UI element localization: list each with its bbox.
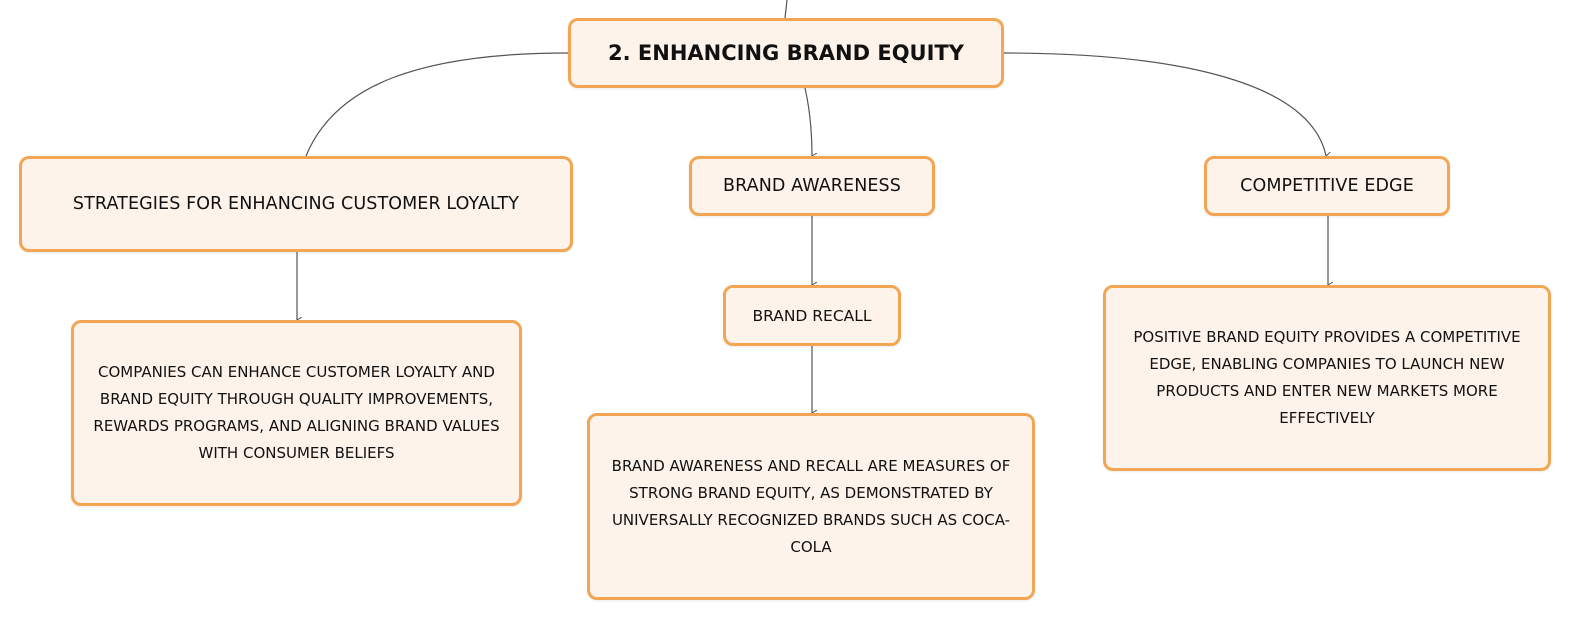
branch-node-label: STRATEGIES FOR ENHANCING CUSTOMER LOYALT…: [72, 194, 520, 214]
detail-node-brand-recall[interactable]: BRAND AWARENESS AND RECALL ARE MEASURES …: [587, 413, 1035, 600]
connector-incoming: [784, 0, 788, 19]
branch-node-brand-awareness[interactable]: BRAND AWARENESS: [689, 156, 935, 216]
detail-node-text: POSITIVE BRAND EQUITY PROVIDES A COMPETI…: [1133, 328, 1521, 427]
detail-node-text: BRAND AWARENESS AND RECALL ARE MEASURES …: [611, 456, 1011, 556]
connector-root-to-competitive: [1002, 52, 1326, 156]
branch-node-label: BRAND AWARENESS: [723, 176, 901, 196]
branch-node-competitive-edge[interactable]: COMPETITIVE EDGE: [1204, 156, 1450, 216]
branch-node-customer-loyalty[interactable]: STRATEGIES FOR ENHANCING CUSTOMER LOYALT…: [19, 156, 573, 252]
detail-node-competitive-edge[interactable]: POSITIVE BRAND EQUITY PROVIDES A COMPETI…: [1103, 285, 1551, 471]
root-node[interactable]: 2. ENHANCING BRAND EQUITY: [568, 18, 1004, 88]
detail-node-customer-loyalty[interactable]: COMPANIES CAN ENHANCE CUSTOMER LOYALTY A…: [71, 320, 522, 506]
connector-root-to-awareness: [804, 87, 812, 156]
detail-node-text: COMPANIES CAN ENHANCE CUSTOMER LOYALTY A…: [93, 363, 500, 462]
branch-node-label: COMPETITIVE EDGE: [1240, 176, 1414, 196]
root-node-label: 2. ENHANCING BRAND EQUITY: [608, 41, 964, 65]
sub-node-brand-recall[interactable]: BRAND RECALL: [723, 285, 901, 346]
connector-root-to-loyalty: [305, 52, 569, 157]
sub-node-label: BRAND RECALL: [752, 306, 872, 325]
